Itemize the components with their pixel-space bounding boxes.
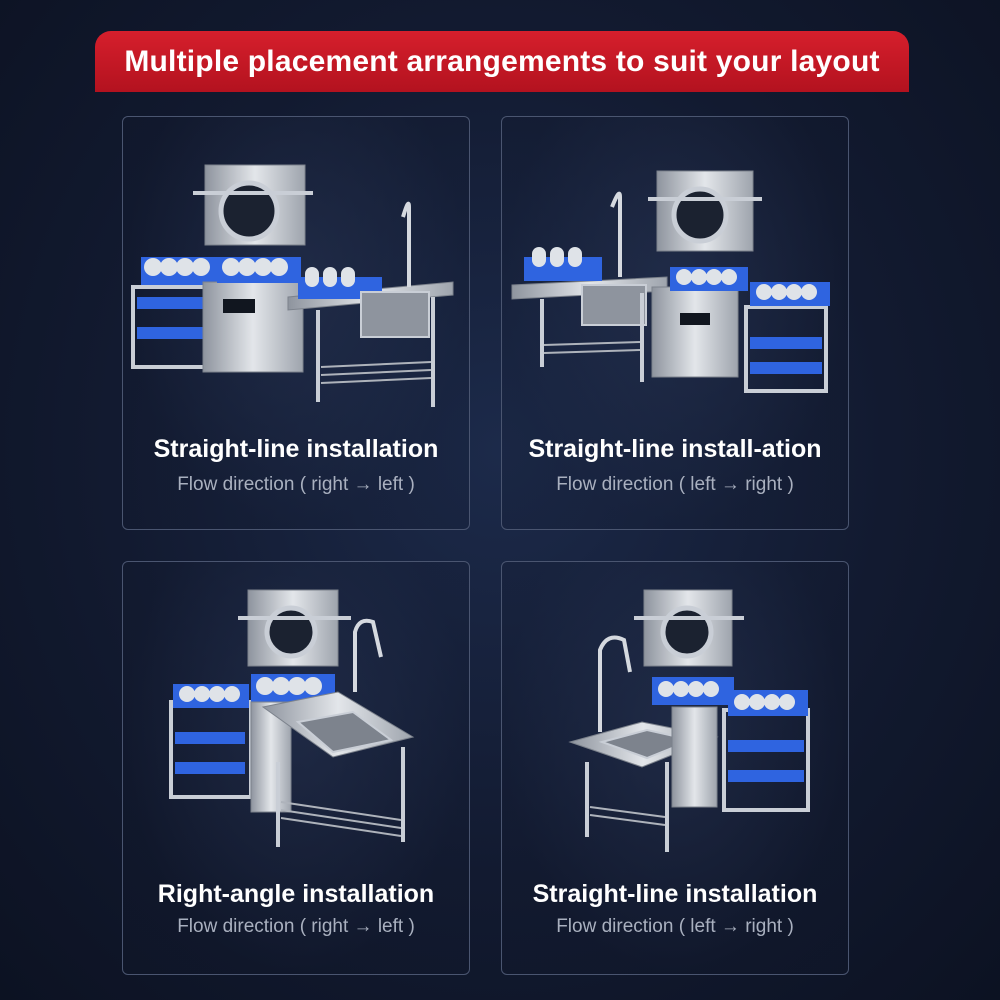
card-subtitle: Flow direction ( left → right ) [556,916,794,937]
dishwasher-station-image [511,170,830,393]
card-subtitle: Flow direction ( left → right ) [556,474,794,495]
layout-card-straight-line-right-to-left: Straight-line installation Flow directio… [122,116,470,530]
layout-card-straight-line-left-to-right: Straight-line install-ation Flow directi… [501,116,849,530]
dishwasher-station-image [568,589,810,852]
dishwasher-station-image [169,589,415,847]
dishwasher-station-image [131,164,454,407]
card-subtitle: Flow direction ( right → left ) [177,474,415,495]
layout-card-right-angle-right-to-left: Right-angle installation Flow direction … [122,561,470,975]
card-subtitle: Flow direction ( right → left ) [177,916,415,937]
layout-card-straight-line-left-to-right-2: Straight-line installation Flow directio… [501,561,849,975]
card-title: Straight-line installation [153,435,439,463]
header-banner: Multiple placement arrangements to suit … [95,31,909,92]
card-title: Straight-line install-ation [528,435,822,463]
page-title: Multiple placement arrangements to suit … [124,44,880,78]
card-title: Straight-line installation [532,880,818,908]
card-title: Right-angle installation [157,880,435,908]
